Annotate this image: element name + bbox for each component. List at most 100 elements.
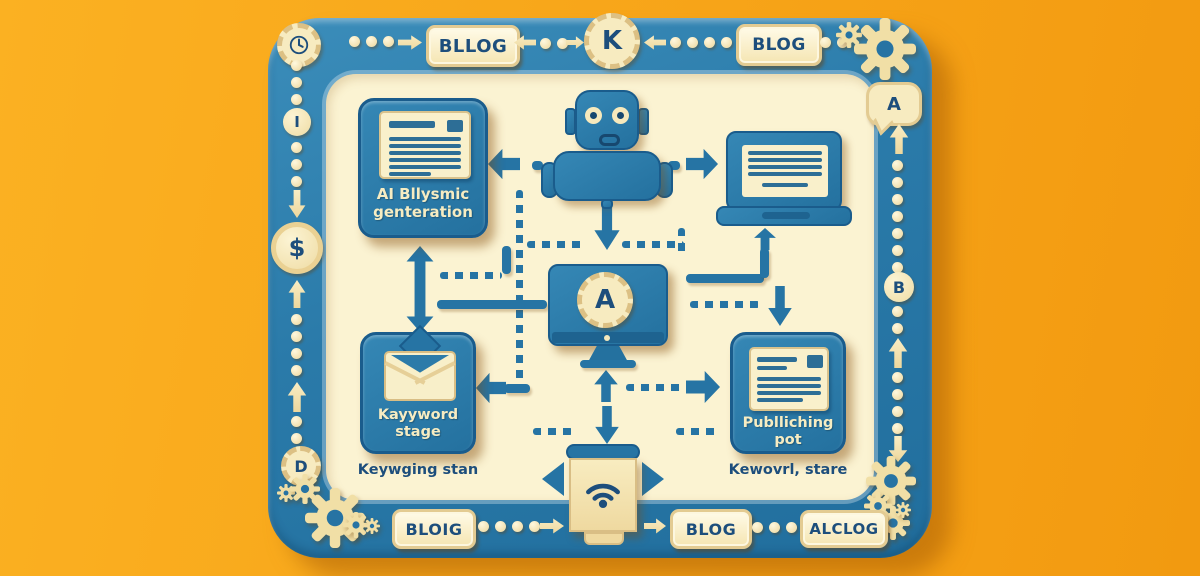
- bead-dot: [291, 348, 302, 359]
- bead-dot: [892, 211, 903, 222]
- robot-pupil-left: [590, 112, 597, 119]
- laptop-screen: [726, 131, 842, 211]
- ai-generation-box: AI Bllysmic genteration: [358, 98, 488, 238]
- dotted-line-bottom-right: [676, 428, 718, 435]
- bead-dot: [383, 36, 394, 47]
- bead-dots-left-2: [291, 142, 302, 187]
- bead-dot: [349, 36, 360, 47]
- connector-line-to-monitor: [437, 300, 547, 309]
- flow-shaft-keyword: [504, 384, 530, 393]
- laptop-notch: [762, 212, 810, 219]
- monitor-gear-letter: A: [594, 285, 616, 315]
- robot-neck-tab: [601, 199, 613, 209]
- doc-line: [757, 366, 787, 370]
- dotted-line-keyword-row: [626, 384, 682, 391]
- dollar-coin-symbol: $: [288, 234, 306, 262]
- bead-dot: [291, 77, 302, 88]
- bead-dot: [540, 38, 551, 49]
- bead-dot: [366, 36, 377, 47]
- elbow-vertical: [760, 248, 769, 278]
- flow-dash-left: [532, 161, 543, 170]
- doc-line: [757, 357, 797, 362]
- gear-badge-k-letter: K: [601, 26, 623, 56]
- bead-dot: [291, 433, 302, 444]
- bead-dot: [704, 37, 715, 48]
- bead-dot: [721, 37, 732, 48]
- publish-box-title-line2: pot: [774, 432, 802, 449]
- node-circle-i: I: [283, 108, 311, 136]
- label-pill-bllog: BLLOG: [426, 25, 520, 67]
- publish-document-icon: [749, 347, 829, 411]
- ai-box-title-line1: AI Bllysmic: [376, 185, 470, 203]
- bead-dot: [291, 94, 302, 105]
- robot-ear-right: [638, 108, 649, 135]
- ai-box-title-line2: genteration: [373, 203, 473, 221]
- bead-dot: [892, 160, 903, 171]
- bead-dot: [687, 37, 698, 48]
- speech-bubble-a: A: [866, 82, 922, 126]
- elbow-horizontal: [686, 274, 764, 283]
- doc-header-line: [389, 121, 435, 128]
- keyword-box-title-line2: stage: [395, 424, 441, 441]
- laptop-line: [748, 165, 822, 169]
- doc-line: [389, 137, 461, 141]
- bead-dots-right-2: [892, 306, 903, 334]
- bead-dot: [892, 228, 903, 239]
- bead-dot: [291, 176, 302, 187]
- bead-dots-left-3: [291, 314, 302, 376]
- bead-dot: [512, 521, 523, 532]
- robot-body: [553, 151, 661, 201]
- label-pill-blog-bottom: BLOG: [670, 509, 752, 549]
- bead-dot: [892, 323, 903, 334]
- laptop-line: [748, 158, 822, 162]
- gear-icon: [364, 518, 380, 534]
- bead-dot: [892, 306, 903, 317]
- clock-icon: [289, 35, 309, 55]
- bead-dot: [291, 331, 302, 342]
- label-pill-blog-top: BLOG: [736, 24, 822, 66]
- bead-dots-top-1: [349, 36, 394, 47]
- keyword-box: Kayyword stage: [360, 324, 476, 454]
- doc-line: [757, 384, 821, 388]
- robot-mouth: [599, 134, 620, 146]
- doc-line: [389, 165, 461, 169]
- bead-dot: [291, 416, 302, 427]
- bead-dots-right-1: [892, 160, 903, 273]
- laptop-line: [762, 183, 808, 187]
- laptop-line: [748, 172, 822, 176]
- doc-line: [757, 391, 821, 395]
- doc-header-square: [447, 120, 463, 132]
- flow-dash-right: [668, 161, 680, 170]
- node-circle-i-letter: I: [294, 113, 300, 131]
- envelope-body: [384, 351, 456, 401]
- node-circle-b: B: [884, 272, 914, 302]
- doc-line: [389, 172, 431, 176]
- wifi-box-tab: [584, 532, 624, 545]
- bead-dot: [892, 245, 903, 256]
- keyword-caption: Keywging stan: [357, 462, 479, 478]
- gear-icon: [895, 502, 911, 518]
- gear-badge-monitor: A: [577, 272, 633, 328]
- bead-dot: [529, 521, 540, 532]
- bead-dot: [557, 38, 568, 49]
- bead-dot: [291, 159, 302, 170]
- bead-dots-right-3: [892, 372, 903, 434]
- gear-badge-d-letter: D: [294, 456, 308, 476]
- bead-dot: [820, 37, 831, 48]
- bead-dot: [291, 60, 302, 71]
- bead-dot: [892, 423, 903, 434]
- bead-dot: [786, 522, 797, 533]
- monitor-stand-base: [580, 360, 636, 368]
- bead-dot: [291, 142, 302, 153]
- doc-line: [757, 377, 821, 381]
- publish-box-title-line1: Publliching: [742, 415, 834, 431]
- dotted-line-bottom-left: [533, 428, 573, 435]
- bead-dot: [291, 314, 302, 325]
- bead-dots-left-4: [291, 416, 302, 444]
- bead-dots-left-1: [291, 60, 302, 105]
- speech-bubble-letter: A: [887, 93, 901, 115]
- doc-line: [389, 158, 461, 162]
- robot-pupil-right: [617, 112, 624, 119]
- label-pill-alclog: ALCLOG: [800, 510, 888, 548]
- connector-stub-vertical: [502, 246, 511, 274]
